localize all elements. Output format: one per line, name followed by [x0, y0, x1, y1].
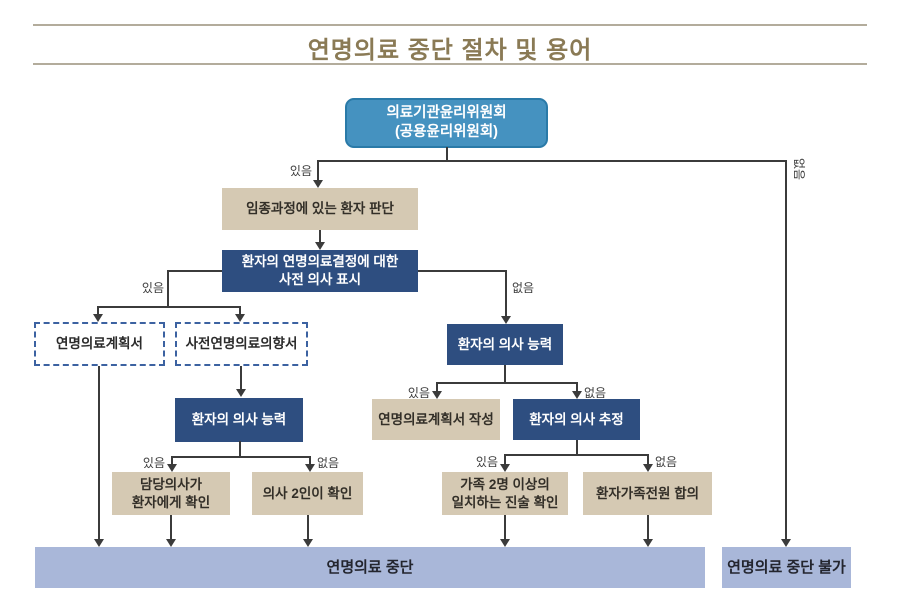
connector-yes-split: [97, 306, 241, 308]
node-stop-lst-impossible: 연명의료 중단 불가: [722, 547, 851, 588]
connector-capacity-left-split: [171, 456, 310, 458]
arrowhead: [432, 391, 442, 399]
title-rule-bottom: [33, 63, 867, 65]
arrowhead: [235, 314, 245, 322]
node-patient-capacity-left: 환자의 의사 능력: [175, 398, 303, 442]
node-write-lst-plan: 연명의료계획서 작성: [372, 399, 500, 440]
connector-capacity-right-down: [504, 365, 506, 384]
node-lst-plan: 연명의료계획서: [34, 322, 165, 366]
connector-directive-to-capacity: [240, 366, 242, 391]
arrowhead: [781, 539, 791, 547]
connector-estimation-down: [576, 440, 578, 456]
arrowhead: [315, 242, 325, 250]
node-advance-expression: 환자의 연명의료결정에 대한 사전 의사 표시: [222, 250, 418, 292]
connector-no-to-impossible: [785, 161, 787, 541]
arrowhead: [500, 464, 510, 472]
connector-to-family-two: [504, 454, 506, 466]
node-patient-intent-estimation: 환자의 의사 추정: [513, 399, 640, 440]
connector-lst-plan-to-stop: [98, 366, 100, 541]
connector-expression-no-down: [505, 271, 507, 318]
connector-to-family-all: [647, 454, 649, 466]
connector-committee-branch: [317, 160, 787, 162]
title-rule-top: [33, 24, 867, 26]
arrowhead: [166, 539, 176, 547]
edge-label-no-capacity-left: 없음: [317, 456, 340, 470]
connector-to-two-doctors: [309, 456, 311, 466]
connector-expression-yes-down: [167, 271, 169, 308]
edge-label-no-expression: 없음: [512, 281, 535, 295]
edge-label-yes-expression: 있음: [141, 281, 164, 295]
connector-family-all-to-stop: [647, 515, 649, 541]
connector-to-write-plan: [436, 382, 438, 393]
arrowhead: [93, 314, 103, 322]
arrowhead: [313, 180, 323, 188]
connector-to-lst-plan: [97, 306, 99, 316]
edge-label-yes-committee: 있음: [289, 164, 312, 178]
connector-doctor-confirm-to-stop: [170, 515, 172, 541]
arrowhead: [167, 464, 177, 472]
arrowhead: [305, 464, 315, 472]
node-advance-directive: 사전연명의료의향서: [175, 322, 308, 366]
node-ethics-committee: 의료기관윤리위원회 (공용윤리위원회): [345, 98, 548, 148]
connector-estimation-split: [504, 454, 649, 456]
node-stop-lst: 연명의료 중단: [35, 547, 705, 588]
arrowhead: [236, 389, 246, 397]
edge-label-yes-capacity-left: 있음: [142, 456, 165, 470]
node-patient-capacity-right: 환자의 의사 능력: [447, 324, 563, 365]
node-dying-process-judgment: 임종과정에 있는 환자 판단: [222, 188, 418, 230]
connector-expression-yes-out: [167, 270, 222, 272]
connector-capacity-right-split: [436, 382, 578, 384]
arrowhead: [500, 539, 510, 547]
connector-yes-to-judgment: [317, 161, 319, 182]
edge-label-yes-capacity-right: 있음: [407, 386, 430, 400]
arrowhead: [303, 539, 313, 547]
connector-two-doctors-to-stop: [307, 515, 309, 541]
edge-label-no-estimation: 없음: [655, 455, 678, 469]
connector-family-two-to-stop: [504, 515, 506, 541]
arrowhead: [572, 391, 582, 399]
page-title: 연명의료 중단 절차 및 용어: [307, 37, 593, 64]
edge-label-yes-estimation: 있음: [475, 455, 498, 469]
connector-judgment-to-expression: [319, 230, 321, 244]
edge-label-no-committee: 없음: [792, 158, 806, 181]
connector-expression-no-out: [418, 270, 507, 272]
connector-to-doctor-confirm: [171, 456, 173, 466]
connector-to-estimation: [576, 382, 578, 393]
arrowhead: [643, 464, 653, 472]
arrowhead: [94, 539, 104, 547]
edge-label-no-capacity-right: 없음: [584, 386, 607, 400]
node-family-unanimous-agreement: 환자가족전원 합의: [583, 472, 712, 515]
arrowhead: [643, 539, 653, 547]
node-family-two-statements: 가족 2명 이상의 일치하는 진술 확인: [442, 472, 568, 515]
node-attending-doctor-confirm: 담당의사가 환자에게 확인: [112, 472, 230, 515]
connector-capacity-left-down: [239, 441, 241, 458]
node-two-doctors-confirm: 의사 2인이 확인: [252, 472, 363, 515]
connector-committee-down: [446, 147, 448, 161]
connector-to-advance-directive: [239, 306, 241, 316]
arrowhead: [501, 316, 511, 324]
